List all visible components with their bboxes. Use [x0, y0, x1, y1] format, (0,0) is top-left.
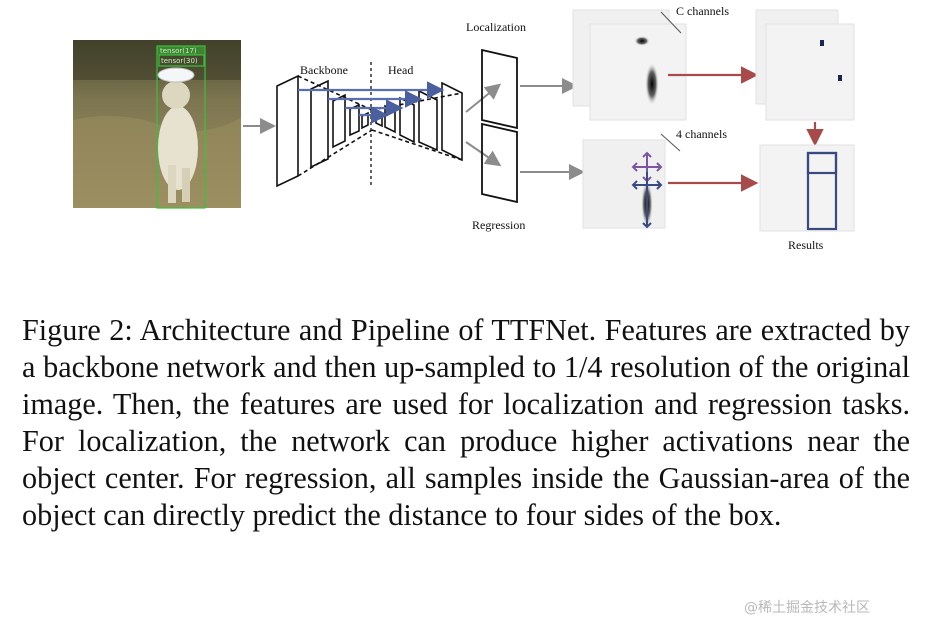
regression-map: [582, 133, 681, 229]
photo-tag: tensor(30): [161, 57, 198, 65]
localization-label: Localization: [466, 20, 526, 34]
four-channels-label: 4 channels: [676, 127, 727, 141]
backbone-label: Backbone: [300, 63, 348, 77]
localization-heatmap: [572, 9, 687, 121]
peak-map: [755, 9, 855, 121]
architecture-figure: tensor(17) tensor(30) Backbone Head: [73, 4, 855, 252]
watermark: @稀土掘金技术社区: [744, 600, 870, 616]
c-channels-label: C channels: [676, 4, 729, 18]
localization-feature-plane: [481, 48, 518, 130]
head-label: Head: [388, 63, 413, 77]
skip-connections: [298, 81, 445, 124]
photo-tag: tensor(17): [160, 47, 197, 55]
results-map: [759, 144, 855, 232]
figure-caption: Figure 2: Architecture and Pipeline of T…: [22, 313, 910, 532]
regression-feature-plane: [481, 122, 518, 204]
results-label: Results: [788, 238, 824, 252]
input-photo: tensor(17) tensor(30): [73, 40, 241, 209]
regression-label: Regression: [472, 218, 525, 232]
backbone-head-network: [276, 62, 463, 188]
